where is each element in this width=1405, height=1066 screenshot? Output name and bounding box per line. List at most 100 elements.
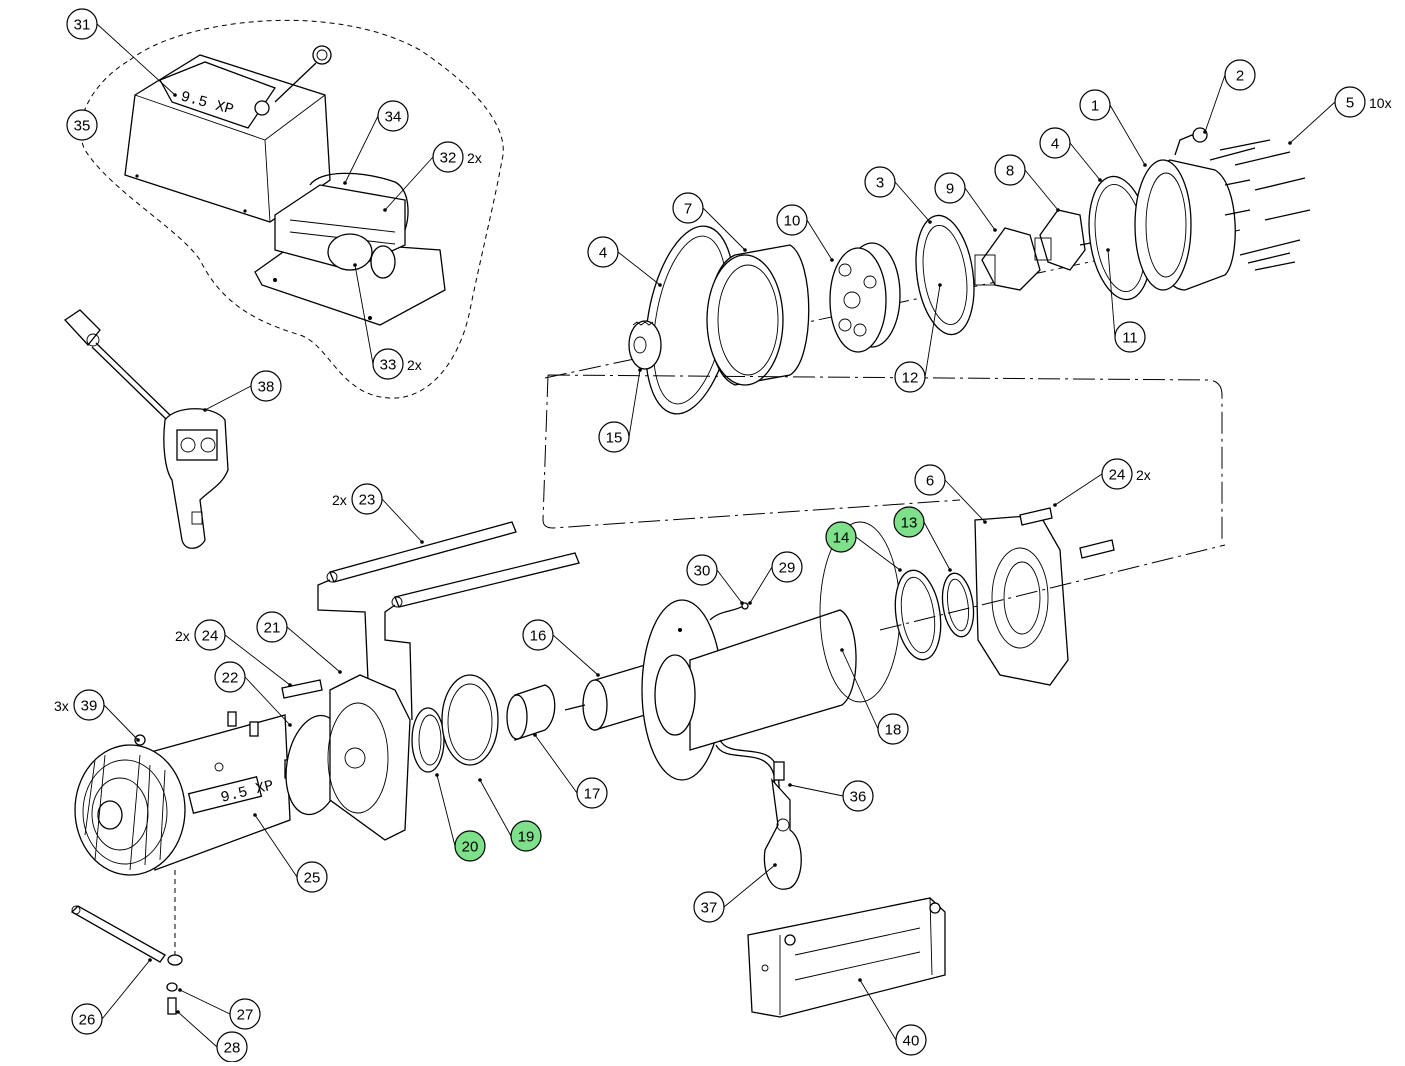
anchor-29-30: [709, 604, 746, 621]
coupler-17: [506, 684, 556, 741]
callout-15: 15: [598, 421, 630, 453]
callout-bubble: [894, 361, 926, 393]
callout-11: 11: [1114, 321, 1146, 353]
callout-number: 25: [304, 870, 321, 887]
callout-number: 30: [694, 563, 711, 580]
callout-bubble: [895, 1024, 927, 1056]
callout-bubble: [877, 713, 909, 745]
callout-quantity: 2x: [467, 150, 482, 166]
leader-line-32: [384, 156, 434, 211]
leader-line-21: [286, 626, 341, 673]
callout-4a: 4: [587, 236, 619, 268]
leader-arrow-11: [1106, 248, 1110, 252]
leader-line-4a: [617, 251, 661, 286]
leader-line-26: [101, 959, 151, 1020]
callout-number: 11: [1122, 330, 1138, 347]
leader-arrow-24a: [288, 683, 292, 687]
seal-14: [894, 569, 942, 661]
callout-number: 32: [440, 150, 457, 167]
callout-bubble: [934, 172, 966, 204]
callout-bubble: [994, 154, 1026, 186]
callout-bubble: [372, 348, 404, 380]
leader-arrow-5: [1288, 141, 1292, 145]
callout-31: 31: [66, 8, 98, 40]
callout-number: 1: [1091, 98, 1099, 115]
callout-number: 20: [462, 839, 479, 856]
callout-number: 23: [359, 492, 376, 509]
callout-bubble: [351, 483, 383, 515]
leader-line-28: [177, 1011, 218, 1048]
callout-number: 40: [903, 1033, 920, 1050]
callout-34: 34: [377, 100, 409, 132]
callout-bubble: [776, 204, 808, 236]
callout-14: 14: [825, 521, 857, 553]
callout-number: 15: [606, 430, 623, 447]
callout-number: 24: [1109, 467, 1126, 484]
leader-line-39: [103, 704, 139, 741]
callout-number: 28: [224, 1040, 241, 1057]
leader-arrow-4a: [658, 283, 662, 287]
callout-37: 37: [693, 891, 725, 923]
leader-line-9: [964, 187, 996, 231]
leader-line-1: [1109, 104, 1146, 166]
tie-rods-23: [317, 521, 580, 721]
callout-number: 24: [202, 628, 219, 645]
callout-number: 27: [237, 1007, 254, 1024]
callout-bubble: [250, 370, 282, 402]
callout-number: 4: [1051, 136, 1059, 153]
callout-bubble: [229, 998, 261, 1030]
leader-line-3: [894, 181, 931, 223]
seal-20: [411, 707, 445, 773]
callout-bubble: [377, 100, 409, 132]
leader-line-2: [1204, 74, 1226, 133]
callout-bubble: [672, 192, 704, 224]
drum-support-6: [879, 514, 1226, 686]
callout-bubble: [66, 109, 98, 141]
leader-line-34: [344, 115, 379, 184]
callout-7: 7: [672, 192, 704, 224]
callout-38: 38: [250, 370, 282, 402]
callout-20: 20: [454, 830, 486, 862]
callout-9: 9: [934, 172, 966, 204]
callout-number: 37: [701, 900, 718, 917]
leader-arrow-37: [773, 863, 777, 867]
leader-arrow-18: [840, 648, 844, 652]
leader-arrow-15: [638, 368, 642, 372]
callout-quantity: 3x: [54, 698, 69, 714]
leader-arrow-21: [338, 670, 342, 674]
thrust-washer-3: [915, 214, 975, 336]
callout-bubble: [864, 166, 896, 198]
leader-line-33: [354, 264, 374, 365]
callout-number: 5: [1346, 95, 1354, 112]
leader-arrow-27: [178, 988, 182, 992]
leader-arrow-12: [938, 283, 942, 287]
callout-35: 35: [66, 109, 98, 141]
contactor-assembly: [254, 172, 446, 326]
callout-22: 22: [214, 661, 246, 693]
callout-19: 19: [510, 820, 542, 852]
planet-carrier-10: [829, 242, 901, 353]
leader-arrow-36: [788, 783, 792, 787]
callout-1: 1: [1079, 89, 1111, 121]
callout-17: 17: [576, 777, 608, 809]
callout-bubble: [686, 554, 718, 586]
leader-line-36: [789, 784, 844, 797]
leader-arrow-28: [176, 1010, 180, 1014]
callout-bubble: [71, 1003, 103, 1035]
leader-line-19: [479, 779, 512, 837]
callout-29: 29: [771, 551, 803, 583]
leader-arrow-10: [830, 258, 834, 262]
callout-number: 31: [74, 17, 91, 34]
leader-arrow-30: [740, 601, 744, 605]
callout-number: 10: [784, 213, 801, 230]
callout-10: 10: [776, 204, 808, 236]
fairlead-40: [747, 897, 946, 1018]
callout-bubble: [842, 780, 874, 812]
leader-arrow-13: [948, 568, 952, 572]
callout-bubble: [1224, 59, 1256, 91]
callout-number: 35: [74, 118, 91, 135]
callout-bubble: [454, 830, 486, 862]
